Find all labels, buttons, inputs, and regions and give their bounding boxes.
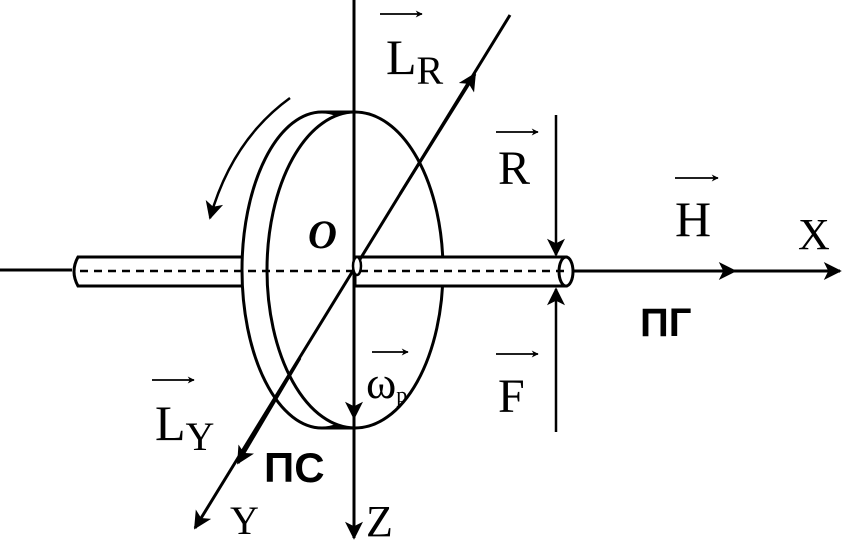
lr-arrow — [398, 72, 477, 195]
label-origin: O — [308, 212, 337, 257]
center-hub — [351, 255, 363, 277]
label-ps: ПС — [264, 444, 325, 491]
rotation-arrow — [205, 96, 291, 220]
label-x: X — [798, 210, 830, 259]
label-f: F — [498, 370, 525, 423]
label-r: R — [498, 142, 530, 195]
left-shaft — [72, 255, 250, 288]
label-ly: LY — [155, 395, 214, 459]
label-z: Z — [366, 497, 393, 540]
label-h: H — [675, 191, 711, 247]
label-y: Y — [230, 498, 259, 540]
label-lr: LR — [386, 29, 444, 93]
ly-arrow — [236, 357, 302, 465]
label-pg: ПГ — [640, 301, 691, 345]
vector-bars — [152, 10, 719, 384]
label-omega: ωр — [366, 357, 407, 408]
